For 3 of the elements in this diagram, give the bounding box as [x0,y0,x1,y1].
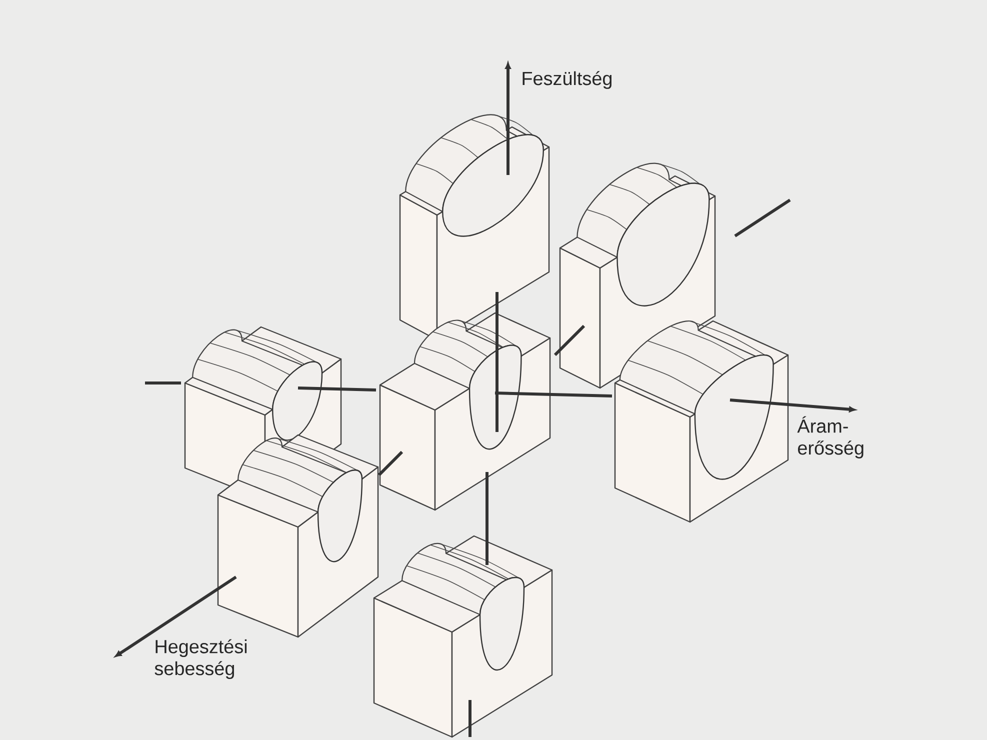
axis-label: Áram- erősség [797,416,864,458]
axis-label: Hegesztési sebesség [154,639,247,679]
axis-label: Feszültség [522,71,612,89]
